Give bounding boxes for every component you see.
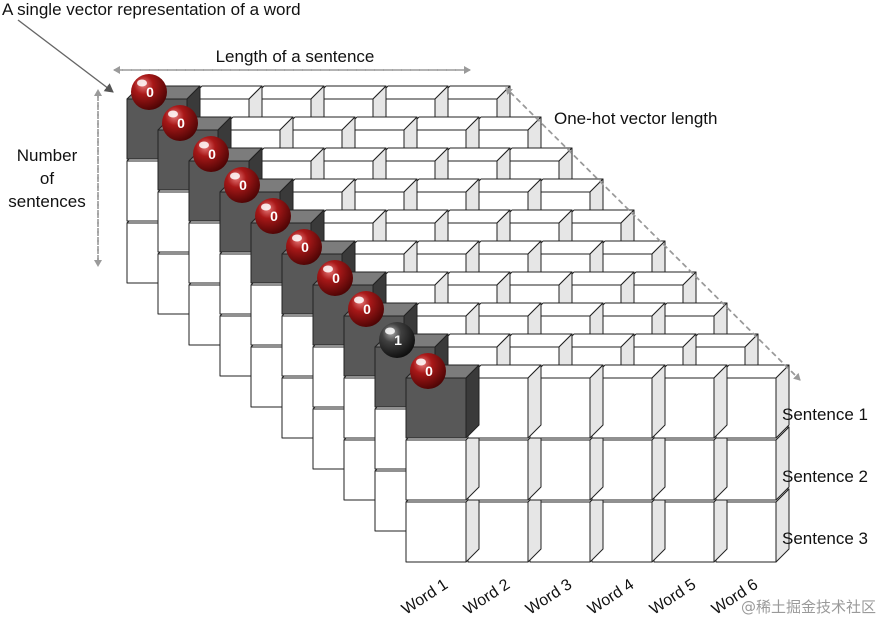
one-hot-ball: 0 — [224, 167, 260, 203]
cube-front-face — [405, 439, 467, 501]
ball-highlight — [168, 110, 178, 118]
one-hot-ball: 0 — [317, 260, 353, 296]
grid-cube — [467, 364, 542, 439]
grid-cube — [591, 364, 666, 439]
sentence-label: Sentence 3 — [782, 529, 868, 548]
ball-highlight — [292, 234, 302, 242]
cube-side-face — [527, 364, 542, 439]
one-hot-ball: 0 — [410, 353, 446, 389]
sentence-label: Sentence 2 — [782, 467, 868, 486]
sentence-labels: Sentence 1 Sentence 2 Sentence 3 — [782, 405, 868, 548]
cube-side-face — [651, 364, 666, 439]
ball-highlight — [261, 203, 271, 211]
y-axis-label-line-2: of — [40, 169, 54, 188]
one-hot-ball: 0 — [255, 198, 291, 234]
word-label: Word 3 — [523, 576, 575, 618]
vector-length-arrow-up — [505, 87, 796, 376]
word-label: Word 5 — [647, 576, 699, 618]
x-axis-label: Length of a sentence — [216, 47, 375, 66]
ball-value: 0 — [301, 239, 309, 255]
ball-value: 0 — [239, 177, 247, 193]
one-hot-ball: 0 — [286, 229, 322, 265]
y-axis-label-line-3: sentences — [8, 192, 86, 211]
one-hot-vector-balls: 0 0 0 0 0 0 0 0 1 0 — [131, 74, 446, 389]
cube-side-face — [775, 426, 790, 501]
cube-side-face — [713, 364, 728, 439]
watermark: @稀土掘金技术社区 — [741, 598, 876, 616]
ball-value: 0 — [270, 208, 278, 224]
cube-front-face — [405, 377, 467, 439]
ball-value: 0 — [146, 84, 154, 100]
annotation-pointer-arrow — [17, 19, 114, 93]
ball-highlight — [199, 141, 209, 149]
ball-highlight — [416, 358, 426, 366]
ball-highlight — [230, 172, 240, 180]
cube-side-face — [465, 364, 480, 439]
cube-side-face — [775, 364, 790, 439]
ball-value: 0 — [332, 270, 340, 286]
one-hot-ball-active: 1 — [379, 322, 415, 358]
word-label: Word 2 — [461, 576, 513, 618]
ball-value: 1 — [394, 332, 402, 348]
ball-highlight — [385, 327, 395, 335]
ball-value: 0 — [363, 301, 371, 317]
annotation-arrows — [17, 19, 801, 381]
ball-highlight — [323, 265, 333, 273]
ball-value: 0 — [208, 146, 216, 162]
word-label: Word 1 — [399, 576, 451, 618]
ball-highlight — [137, 79, 147, 87]
y-axis-label-line-1: Number — [17, 146, 78, 165]
cube-side-face — [589, 364, 604, 439]
sentence-label: Sentence 1 — [782, 405, 868, 424]
highlighted-word-cube — [405, 364, 480, 439]
top-annotation: A single vector representation of a word — [2, 0, 301, 19]
word-labels: Word 1 Word 2 Word 3 Word 4 Word 5 Word … — [399, 576, 761, 618]
cube-side-face — [775, 488, 790, 563]
cube-front-face — [405, 501, 467, 563]
ball-value: 0 — [425, 363, 433, 379]
one-hot-ball: 0 — [131, 74, 167, 110]
word-label: Word 4 — [585, 576, 637, 618]
grid-cube — [653, 364, 728, 439]
ball-value: 0 — [177, 115, 185, 131]
one-hot-ball: 0 — [348, 291, 384, 327]
one-hot-ball: 0 — [193, 136, 229, 172]
one-hot-ball: 0 — [162, 105, 198, 141]
depth-axis-label: One-hot vector length — [554, 109, 717, 128]
ball-highlight — [354, 296, 364, 304]
y-axis-label: Number of sentences — [8, 146, 86, 211]
